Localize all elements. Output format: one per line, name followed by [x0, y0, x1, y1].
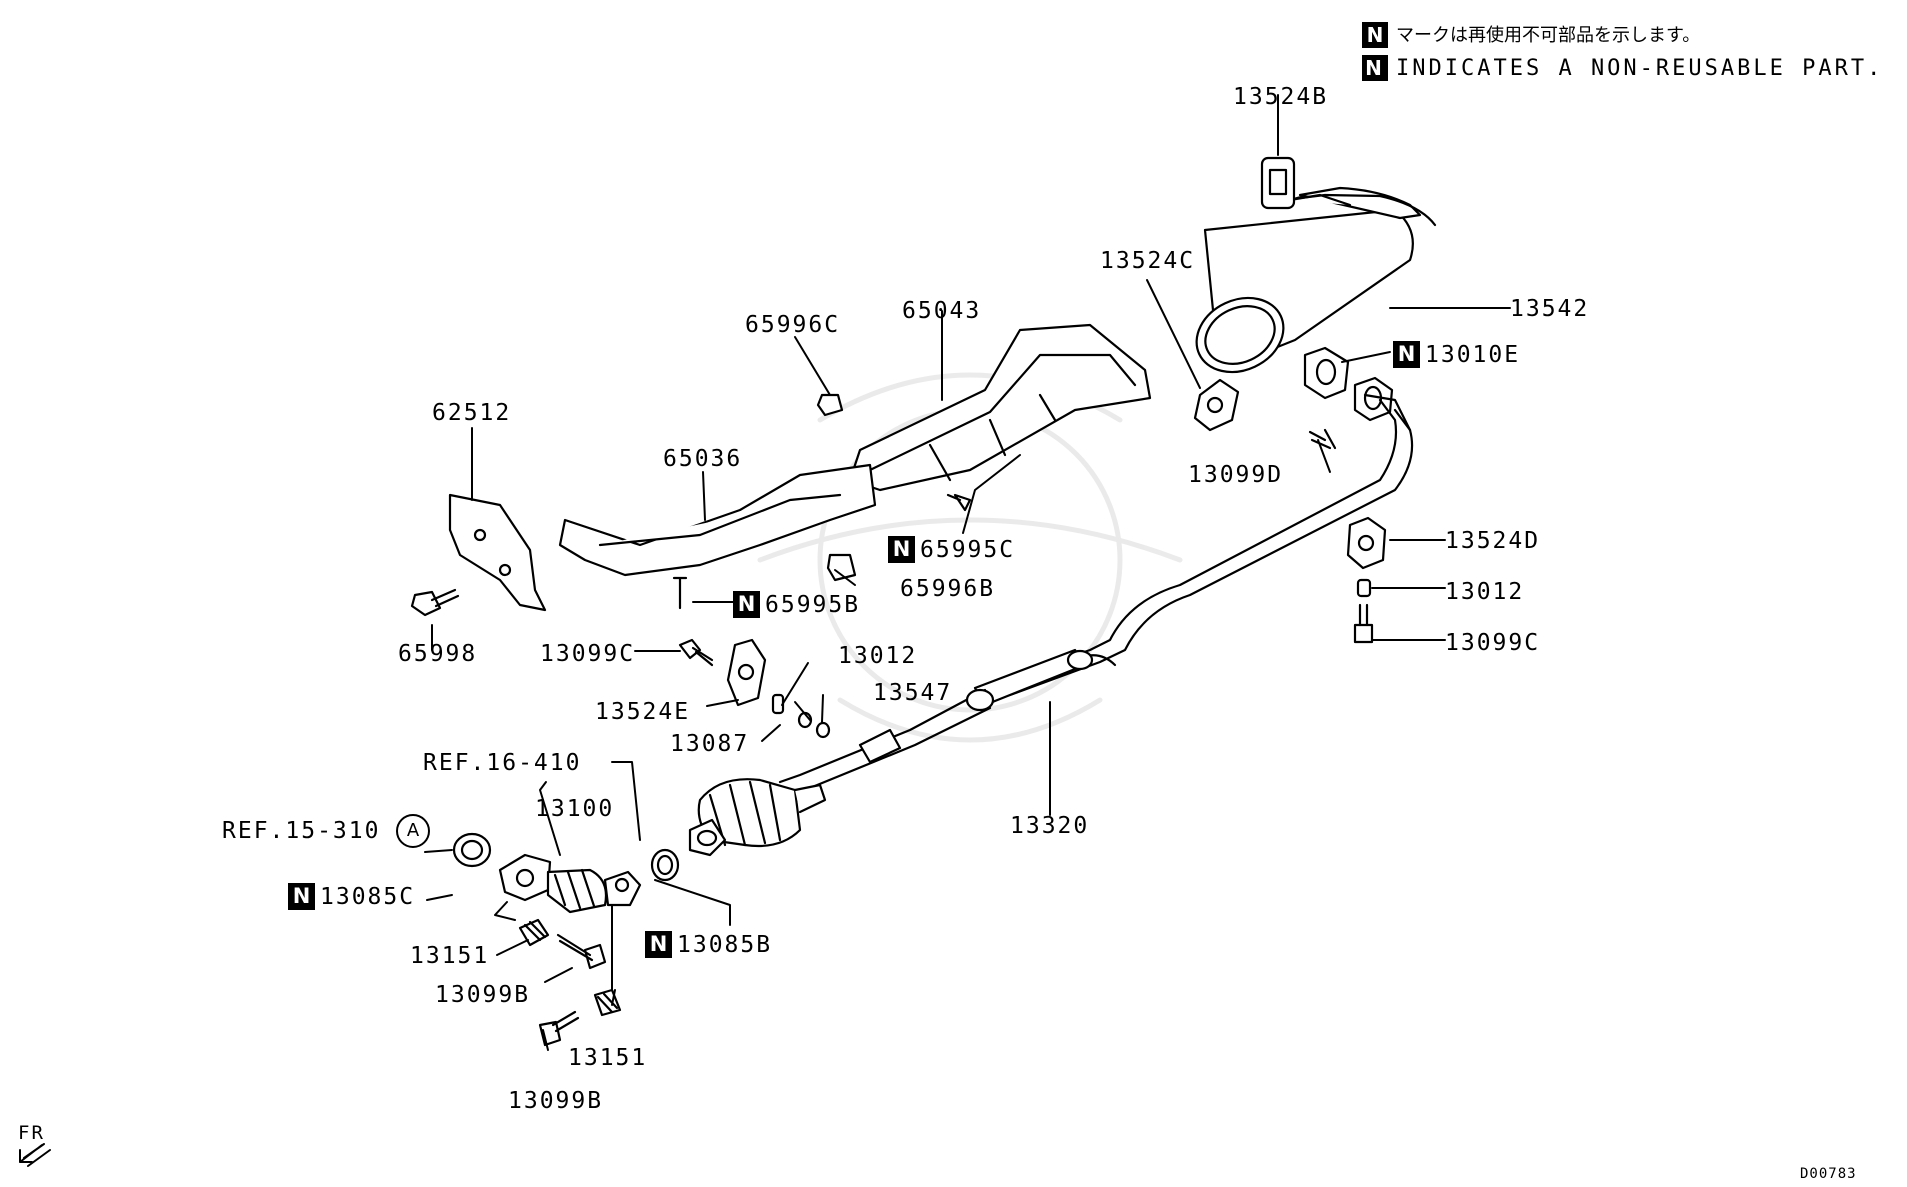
label-13085C[interactable]: 13085C	[288, 883, 415, 910]
front-direction-label: FR	[18, 1122, 45, 1144]
diagram-code: D00783	[1800, 1166, 1857, 1182]
hanger-13524C	[1193, 378, 1240, 432]
label-65996B[interactable]: 65996B	[900, 576, 996, 602]
label-13524E[interactable]: 13524E	[595, 699, 691, 725]
bolt-13099B-a	[556, 933, 607, 970]
bolt-13099C-right	[1353, 603, 1374, 644]
label-13099C-right[interactable]: 13099C	[1445, 630, 1541, 656]
label-65996C[interactable]: 65996C	[745, 312, 841, 338]
label-13010E[interactable]: 13010E	[1393, 341, 1520, 368]
tail-pipe-line	[1298, 193, 1437, 227]
ref-marker-a: A	[396, 814, 430, 848]
heat-protector-65043	[848, 323, 1152, 492]
bolt-65998	[410, 588, 460, 617]
label-ref-15-310[interactable]: REF.15-310	[222, 818, 381, 844]
front-direction-arrow	[19, 1143, 51, 1167]
label-13099C-left[interactable]: 13099C	[540, 641, 636, 667]
label-13542[interactable]: 13542	[1510, 296, 1590, 322]
catalytic-converter	[688, 778, 827, 857]
spring-13151-b	[593, 988, 622, 1017]
label-65043[interactable]: 65043	[902, 298, 982, 324]
label-13099B-b[interactable]: 13099B	[508, 1088, 604, 1114]
gasket-13085B	[650, 848, 680, 882]
label-65995B[interactable]: 65995B	[733, 591, 860, 618]
flange-gasket-13010E	[1303, 346, 1394, 422]
label-13547[interactable]: 13547	[873, 680, 953, 706]
label-13012-right[interactable]: 13012	[1445, 579, 1525, 605]
label-13524C[interactable]: 13524C	[1100, 248, 1196, 274]
leader-lines	[424, 94, 1511, 1051]
label-13087[interactable]: 13087	[670, 731, 750, 757]
nut-65996C	[816, 393, 844, 417]
center-pipe-13320	[778, 393, 1414, 798]
label-62512[interactable]: 62512	[432, 400, 512, 426]
non-reusable-badge: N	[1362, 55, 1388, 81]
gasket-13085C	[452, 832, 492, 868]
clip-65995C	[946, 493, 972, 512]
label-13151-a[interactable]: 13151	[410, 943, 490, 969]
label-13151-b[interactable]: 13151	[568, 1045, 648, 1071]
front-pipe-13100	[498, 853, 642, 914]
hanger-13524D	[1346, 516, 1387, 570]
nut-65996B	[826, 553, 857, 582]
legend-english: N INDICATES A NON-REUSABLE PART.	[1362, 55, 1883, 83]
legend-en-text: INDICATES A NON-REUSABLE PART.	[1396, 56, 1884, 81]
legend-jp-text: マークは再使用不可部品を示します。	[1396, 25, 1701, 46]
label-ref-16-410[interactable]: REF.16-410	[423, 750, 582, 776]
bolt-13099C-left	[678, 638, 714, 667]
bolt-13099D	[1308, 428, 1337, 450]
pin-13012-right	[1356, 578, 1372, 598]
legend-japanese: N マークは再使用不可部品を示します。	[1362, 22, 1700, 50]
heat-protector-65036	[558, 463, 877, 577]
main-muffler	[1195, 186, 1422, 374]
label-13099D[interactable]: 13099D	[1188, 462, 1284, 488]
spring-13151-a	[518, 918, 550, 947]
bracket-62512	[448, 493, 547, 612]
label-13099B-a[interactable]: 13099B	[435, 982, 531, 1008]
label-13524B[interactable]: 13524B	[1233, 84, 1329, 110]
label-65995C[interactable]: 65995C	[888, 536, 1015, 563]
label-65036[interactable]: 65036	[663, 446, 743, 472]
label-13524D[interactable]: 13524D	[1445, 528, 1541, 554]
washer-13547	[815, 721, 831, 739]
label-13012-left[interactable]: 13012	[838, 643, 918, 669]
hanger-13524B	[1260, 156, 1296, 210]
label-13085B[interactable]: 13085B	[645, 931, 772, 958]
clip-65995B	[672, 576, 688, 610]
label-13320[interactable]: 13320	[1010, 813, 1090, 839]
label-13100[interactable]: 13100	[535, 796, 615, 822]
label-65998[interactable]: 65998	[398, 641, 478, 667]
hanger-13524E	[726, 638, 767, 707]
non-reusable-badge: N	[1362, 22, 1388, 48]
